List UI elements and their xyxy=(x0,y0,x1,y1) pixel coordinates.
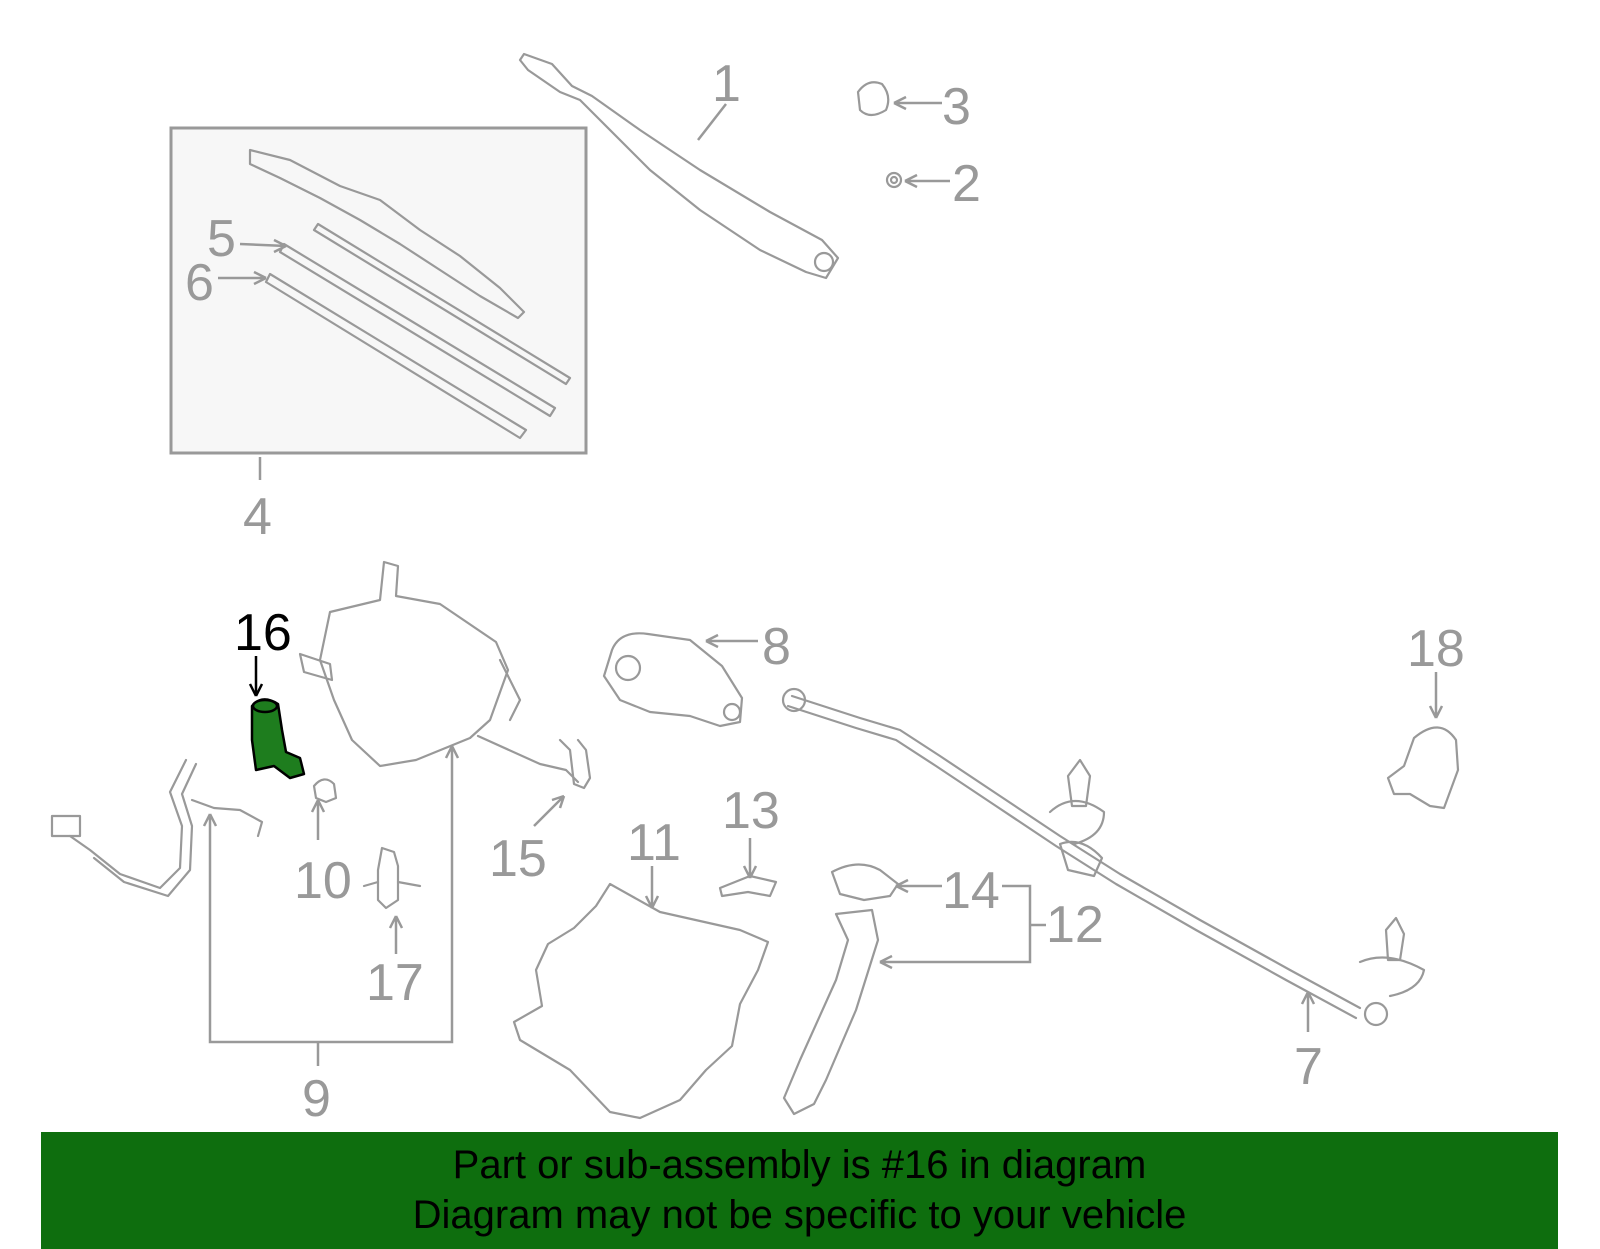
callout-6: 6 xyxy=(185,254,214,312)
washer-hose-part-15[interactable] xyxy=(476,734,592,790)
callout-4: 4 xyxy=(243,488,272,546)
leader-8 xyxy=(705,633,758,649)
leader-13 xyxy=(742,838,758,879)
shield-part-11[interactable] xyxy=(512,882,770,1120)
wiper-motor-part[interactable] xyxy=(602,632,744,728)
callout-15: 15 xyxy=(489,830,547,888)
leader-10 xyxy=(310,799,326,840)
banner-line-1: Part or sub-assembly is #16 in diagram xyxy=(452,1143,1147,1187)
leader-11 xyxy=(644,866,660,909)
leader-16 xyxy=(248,656,264,697)
clip-part-13[interactable] xyxy=(718,874,778,898)
callout-5: 5 xyxy=(207,210,236,268)
leader-14 xyxy=(895,878,942,894)
info-banner: Part or sub-assembly is #16 in diagram D… xyxy=(41,1132,1558,1249)
leader-15 xyxy=(533,794,566,827)
callout-13: 13 xyxy=(722,782,780,840)
bracket-part-18[interactable] xyxy=(1386,726,1460,810)
washer-reservoir-part[interactable] xyxy=(298,560,522,768)
callout-7: 7 xyxy=(1294,1038,1323,1096)
leader-2 xyxy=(904,173,950,189)
wiper-arm-part[interactable] xyxy=(518,52,840,280)
wiper-blade-inset[interactable] xyxy=(169,126,588,455)
wiper-nut-part[interactable] xyxy=(885,171,903,189)
callout-11: 11 xyxy=(627,814,681,872)
washer-pump-part-16[interactable] xyxy=(250,698,306,780)
callout-1: 1 xyxy=(712,55,741,113)
leader-18 xyxy=(1428,672,1444,719)
callout-9: 9 xyxy=(302,1070,331,1120)
wiper-cap-part[interactable] xyxy=(856,81,890,117)
wiring-harness-part[interactable] xyxy=(50,758,264,898)
leader-17 xyxy=(388,915,404,954)
filler-cap-part-14[interactable] xyxy=(830,863,900,902)
leader-9 xyxy=(202,745,460,1066)
leader-5 xyxy=(239,238,287,254)
leader-3 xyxy=(893,95,942,111)
leader-12 xyxy=(879,884,1046,970)
callout-17: 17 xyxy=(366,954,424,1012)
parts-diagram: 1 3 2 4 5 6 8 xyxy=(50,52,1465,1120)
washer-motor-part-17[interactable] xyxy=(362,846,422,910)
leader-7 xyxy=(1300,991,1316,1032)
callout-16: 16 xyxy=(234,604,292,662)
callout-3: 3 xyxy=(942,78,971,136)
wiper-linkage-part[interactable] xyxy=(781,687,1426,1027)
callout-2: 2 xyxy=(952,155,981,213)
banner-line-2: Diagram may not be specific to your vehi… xyxy=(412,1193,1187,1237)
leader-6 xyxy=(218,270,267,286)
callout-14: 14 xyxy=(942,862,1000,920)
leader-1 xyxy=(697,103,727,141)
callout-18: 18 xyxy=(1407,620,1465,678)
callout-8: 8 xyxy=(762,618,791,676)
callout-12: 12 xyxy=(1046,896,1104,954)
grommet-part-10[interactable] xyxy=(312,778,338,804)
filler-neck-part-12[interactable] xyxy=(782,908,880,1116)
callout-10: 10 xyxy=(294,852,352,910)
